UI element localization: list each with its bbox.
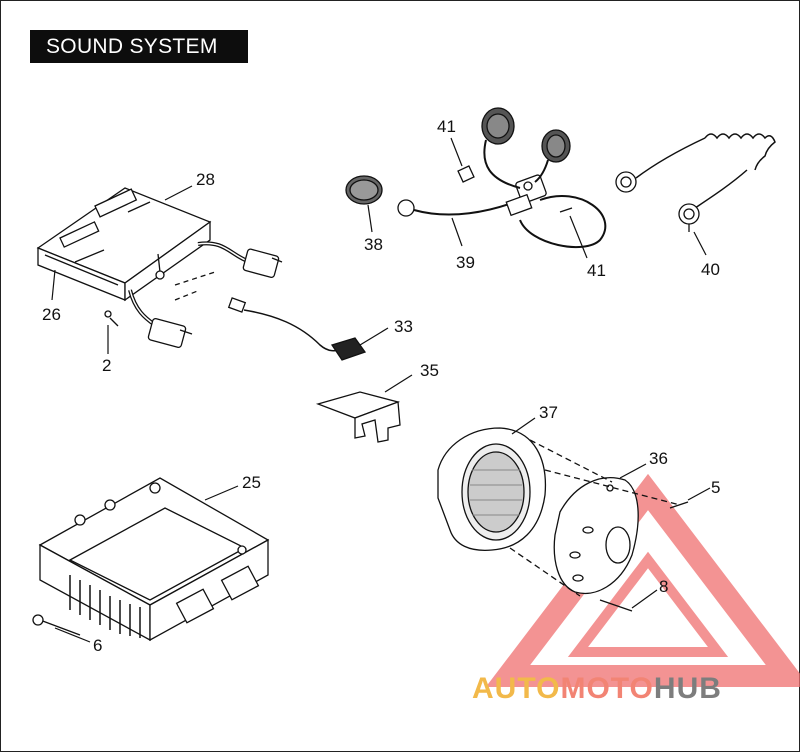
mounting-bracket xyxy=(315,391,401,443)
watermark-logo xyxy=(485,473,800,687)
callout-8: 8 xyxy=(659,577,669,596)
callout-38: 38 xyxy=(364,235,383,254)
callout-26: 26 xyxy=(42,305,61,324)
callout-2: 2 xyxy=(102,356,112,375)
callout-41-bottom: 41 xyxy=(587,261,606,280)
callout-40: 40 xyxy=(701,260,720,279)
wire-harness-connectors xyxy=(104,241,283,349)
speaker xyxy=(437,427,547,551)
watermark-text: AUTOMOTOHUB xyxy=(472,672,722,706)
callout-5: 5 xyxy=(711,478,721,497)
headset xyxy=(397,107,607,248)
watermark-auto: AUTO xyxy=(472,672,561,705)
watermark-hub: HUB xyxy=(653,672,722,705)
radio-unit xyxy=(32,477,270,642)
amplifier-module xyxy=(36,187,212,302)
speaker-adapter-plate xyxy=(509,439,689,612)
callout-leader-lines xyxy=(51,137,711,643)
callout-6: 6 xyxy=(93,636,103,655)
callout-37: 37 xyxy=(539,403,558,422)
callout-33: 33 xyxy=(394,317,413,336)
callout-36: 36 xyxy=(649,449,668,468)
antenna-cable xyxy=(227,297,367,361)
callout-28: 28 xyxy=(196,170,215,189)
callout-25: 25 xyxy=(242,473,261,492)
callout-35: 35 xyxy=(420,361,439,380)
callout-41-top: 41 xyxy=(437,117,456,136)
callout-39: 39 xyxy=(456,253,475,272)
mic-windscreen xyxy=(345,175,383,205)
watermark-moto: MOTO xyxy=(560,672,654,705)
page-title: SOUND SYSTEM xyxy=(30,30,248,63)
coiled-cord xyxy=(615,133,776,232)
